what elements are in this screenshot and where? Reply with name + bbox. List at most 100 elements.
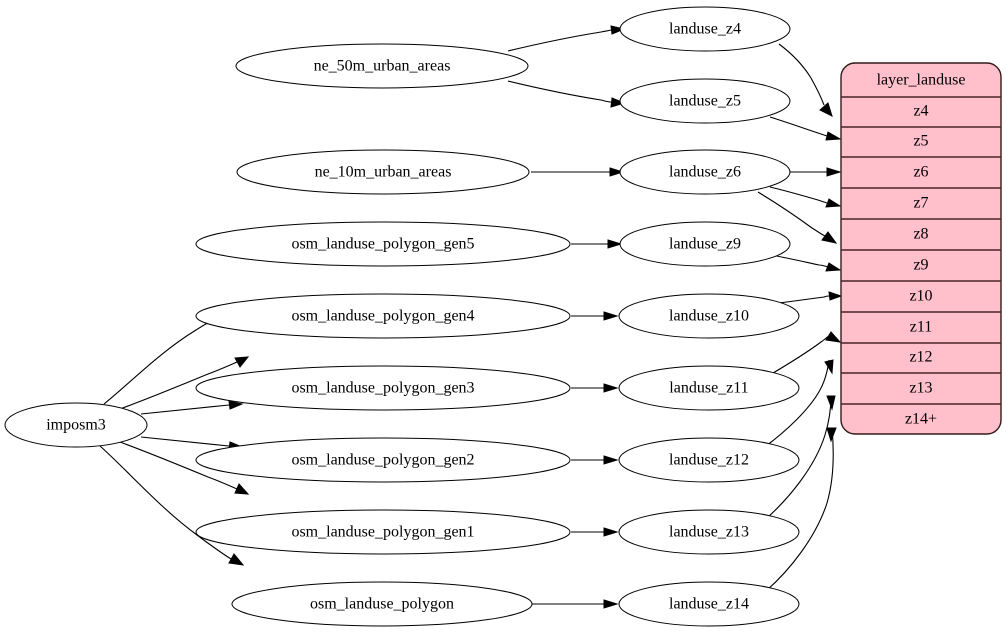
node-osm_landuse_polygon_gen1[interactable]: osm_landuse_polygon_gen1 — [195, 509, 571, 555]
node-landuse_z6[interactable]: landuse_z6 — [619, 149, 791, 195]
edge-landuse_z11-to-z11 — [767, 331, 842, 377]
node-osm_landuse_polygon_gen4-shape[interactable] — [195, 293, 571, 339]
edge-landuse_z6-to-z6 — [789, 167, 842, 177]
edge-imposm3-to-osm_landuse_polygon_gen4 — [119, 356, 250, 410]
layer-landuse-table[interactable]: layer_landuse z4 z5 z6 z7 — [840, 62, 1002, 435]
edge-osm_landuse_polygon_gen3-to-landuse_z11 — [571, 383, 619, 393]
edge-osm_landuse_polygon_gen5-to-landuse_z9 — [571, 239, 623, 249]
node-landuse_z9-label: landuse_z9 — [669, 236, 741, 253]
edge-landuse_z12-to-z12 — [765, 359, 834, 447]
node-landuse_z5-label: landuse_z5 — [669, 93, 741, 110]
edge-imposm3-to-osm_landuse_polygon — [99, 445, 245, 566]
table-row-z10[interactable]: z10 — [841, 288, 1001, 313]
node-osm_landuse_polygon_gen5[interactable]: osm_landuse_polygon_gen5 — [195, 221, 571, 267]
table-row-z8-label: z8 — [913, 226, 928, 243]
node-landuse_z11-shape[interactable] — [618, 365, 800, 411]
node-landuse_z14-shape[interactable] — [618, 581, 800, 627]
node-landuse_z13-shape[interactable] — [618, 509, 800, 555]
node-landuse_z10[interactable]: landuse_z10 — [618, 293, 800, 339]
edges-layer — [99, 25, 843, 609]
layer-landuse-table-title: layer_landuse — [877, 72, 966, 89]
node-landuse_z4-label: landuse_z4 — [669, 21, 741, 38]
node-osm_landuse_polygon_gen2-shape[interactable] — [195, 437, 571, 483]
table-row-z11[interactable]: z11 — [841, 319, 1001, 344]
layer-landuse-table-body — [840, 62, 1002, 435]
node-landuse_z5-shape[interactable] — [619, 78, 791, 124]
edge-landuse_z6-to-z7 — [769, 186, 842, 208]
node-landuse_z11-label: landuse_z11 — [669, 380, 748, 397]
node-landuse_z9[interactable]: landuse_z9 — [619, 221, 791, 267]
node-osm_landuse_polygon_gen1-label: osm_landuse_polygon_gen1 — [291, 524, 474, 541]
table-row-z6[interactable]: z6 — [841, 164, 1001, 189]
table-row-z7-label: z7 — [913, 195, 928, 212]
node-osm_landuse_polygon[interactable]: osm_landuse_polygon — [231, 581, 533, 627]
node-landuse_z6-shape[interactable] — [619, 149, 791, 195]
node-osm_landuse_polygon-label: osm_landuse_polygon — [310, 596, 454, 613]
node-landuse_z6-label: landuse_z6 — [669, 164, 741, 181]
table-row-z11-label: z11 — [910, 319, 933, 336]
node-landuse_z12-label: landuse_z12 — [669, 452, 749, 469]
node-osm_landuse_polygon-shape[interactable] — [231, 581, 533, 627]
edge-ne_50m_urban_areas-to-landuse_z4 — [507, 25, 626, 52]
node-landuse_z13[interactable]: landuse_z13 — [618, 509, 800, 555]
node-landuse_z12[interactable]: landuse_z12 — [618, 437, 800, 483]
edge-imposm3-to-osm_landuse_polygon_gen1 — [119, 441, 250, 495]
table-row-z13[interactable]: z13 — [841, 380, 1001, 405]
edge-imposm3-to-osm_landuse_polygon_gen3 — [140, 400, 244, 415]
table-row-z6-label: z6 — [913, 164, 928, 181]
table-row-z13-label: z13 — [909, 380, 932, 397]
edge-osm_landuse_polygon_gen1-to-landuse_z13 — [571, 527, 619, 537]
layer-landuse-table-title-row: layer_landuse — [841, 72, 1001, 98]
table-row-z9-label: z9 — [913, 257, 928, 274]
edge-landuse_z6-to-z8 — [757, 191, 838, 244]
nodes-layer: imposm3 ne_50m_urban_areas ne_10m_urban_… — [4, 6, 800, 627]
node-osm_landuse_polygon_gen4[interactable]: osm_landuse_polygon_gen4 — [195, 293, 571, 339]
table-row-z5-label: z5 — [913, 133, 928, 150]
table-row-z14-plus[interactable]: z14+ — [905, 411, 937, 428]
table-row-z10-label: z10 — [909, 288, 932, 305]
node-ne_50m_urban_areas-label: ne_50m_urban_areas — [314, 58, 451, 75]
node-imposm3-shape[interactable] — [4, 402, 148, 448]
node-ne_10m_urban_areas-label: ne_10m_urban_areas — [315, 164, 452, 181]
node-osm_landuse_polygon_gen3-shape[interactable] — [195, 365, 571, 411]
table-row-z4[interactable]: z4 — [841, 103, 1001, 128]
table-row-z7[interactable]: z7 — [841, 195, 1001, 220]
node-osm_landuse_polygon_gen2[interactable]: osm_landuse_polygon_gen2 — [195, 437, 571, 483]
node-ne_50m_urban_areas[interactable]: ne_50m_urban_areas — [235, 43, 529, 89]
node-imposm3[interactable]: imposm3 — [4, 402, 148, 448]
node-imposm3-label: imposm3 — [46, 417, 106, 434]
table-row-z4-label: z4 — [913, 103, 928, 120]
node-landuse_z9-shape[interactable] — [619, 221, 791, 267]
node-osm_landuse_polygon_gen2-label: osm_landuse_polygon_gen2 — [291, 452, 474, 469]
node-osm_landuse_polygon_gen1-shape[interactable] — [195, 509, 571, 555]
node-landuse_z11[interactable]: landuse_z11 — [618, 365, 800, 411]
node-landuse_z10-shape[interactable] — [618, 293, 800, 339]
edge-osm_landuse_polygon-to-landuse_z14 — [531, 599, 619, 609]
edge-landuse_z4-to-z4 — [778, 43, 833, 117]
node-landuse_z14-label: landuse_z14 — [669, 596, 749, 613]
node-osm_landuse_polygon_gen5-label: osm_landuse_polygon_gen5 — [291, 236, 474, 253]
node-landuse_z4[interactable]: landuse_z4 — [619, 6, 791, 52]
table-row-z9[interactable]: z9 — [841, 257, 1001, 282]
table-row-z5[interactable]: z5 — [841, 133, 1001, 158]
node-landuse_z4-shape[interactable] — [619, 6, 791, 52]
node-osm_landuse_polygon_gen3-label: osm_landuse_polygon_gen3 — [291, 380, 474, 397]
node-ne_10m_urban_areas-shape[interactable] — [236, 149, 530, 195]
edge-landuse_z10-to-z10 — [778, 291, 843, 304]
table-row-z8[interactable]: z8 — [841, 226, 1001, 251]
edge-landuse_z5-to-z5 — [769, 116, 842, 141]
node-ne_10m_urban_areas[interactable]: ne_10m_urban_areas — [236, 149, 530, 195]
edge-landuse_z13-to-z13 — [766, 395, 836, 519]
node-landuse_z12-shape[interactable] — [618, 437, 800, 483]
node-osm_landuse_polygon_gen5-shape[interactable] — [195, 221, 571, 267]
node-landuse_z14[interactable]: landuse_z14 — [618, 581, 800, 627]
node-osm_landuse_polygon_gen3[interactable]: osm_landuse_polygon_gen3 — [195, 365, 571, 411]
table-row-z12[interactable]: z12 — [841, 349, 1001, 374]
node-ne_50m_urban_areas-shape[interactable] — [235, 43, 529, 89]
node-landuse_z10-label: landuse_z10 — [669, 308, 749, 325]
node-landuse_z5[interactable]: landuse_z5 — [619, 78, 791, 124]
node-osm_landuse_polygon_gen4-label: osm_landuse_polygon_gen4 — [291, 308, 474, 325]
edge-landuse_z9-to-z9 — [770, 254, 842, 272]
